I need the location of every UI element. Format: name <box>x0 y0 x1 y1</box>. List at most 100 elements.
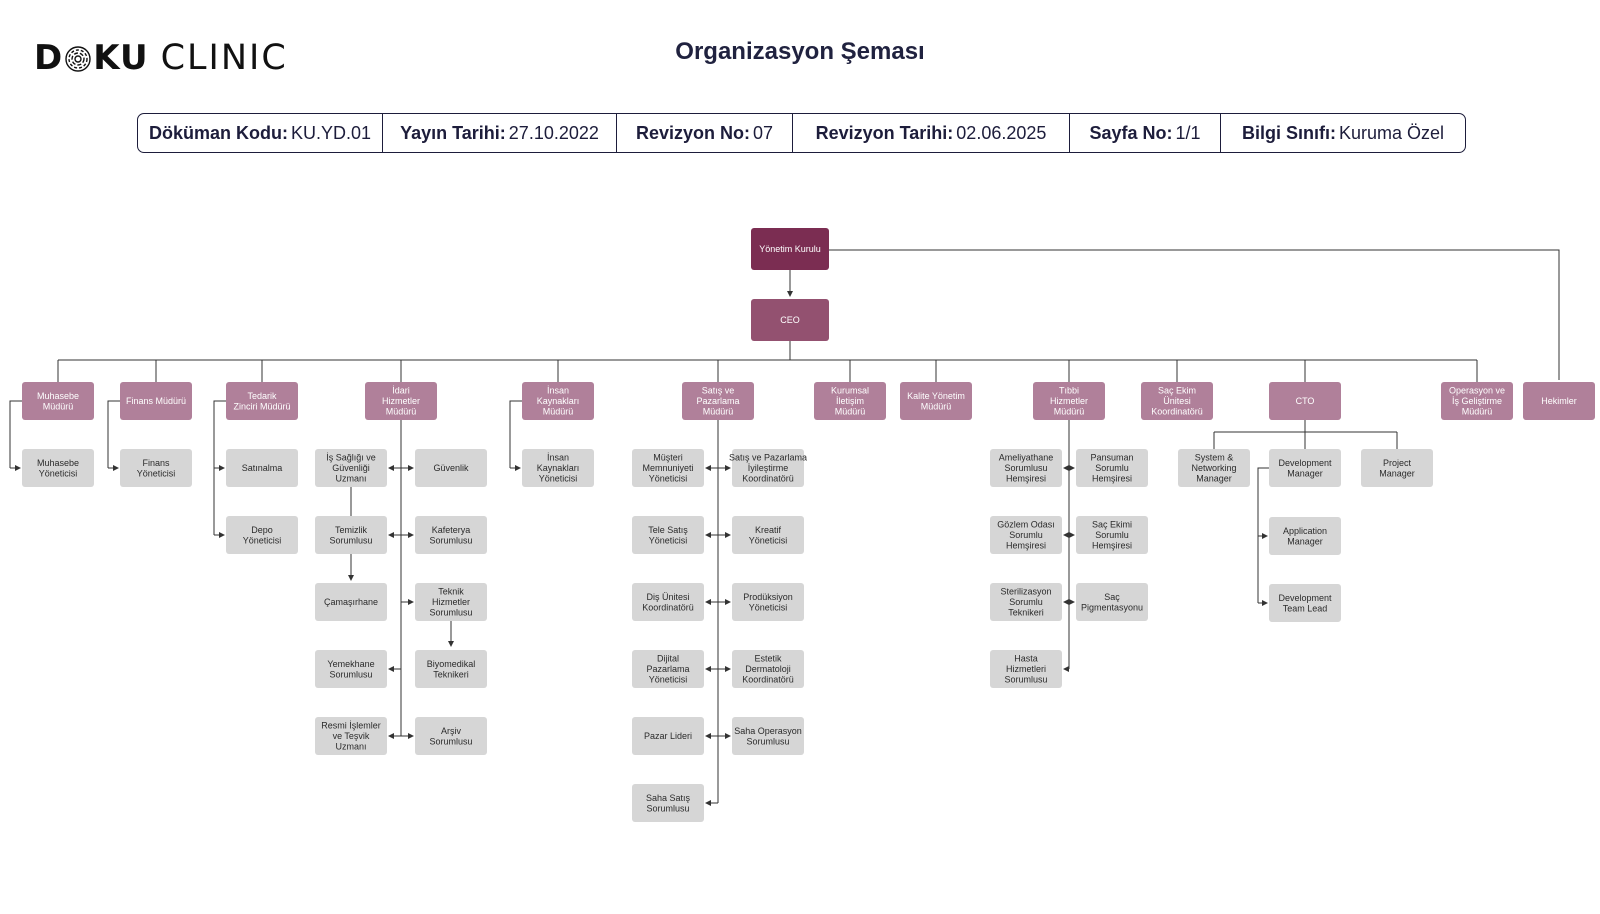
org-node-box <box>1076 583 1148 621</box>
logo-fingerprint-icon <box>65 46 91 72</box>
org-node-box <box>226 449 298 487</box>
org-node-box <box>1441 382 1513 420</box>
org-node-label: Finans Müdürü <box>126 396 186 406</box>
revision-no-value: 07 <box>752 122 774 143</box>
org-node-label: CTO <box>1296 396 1315 406</box>
info-class-cell: Bilgi Sınıfı: Kuruma Özel <box>1221 114 1465 152</box>
org-node-box <box>632 784 704 822</box>
org-node-box <box>732 650 804 688</box>
org-node-box <box>732 583 804 621</box>
connector <box>1257 467 1269 603</box>
org-node-box <box>990 449 1062 487</box>
connector <box>509 400 522 468</box>
connector <box>829 249 1560 380</box>
org-node-box <box>415 717 487 755</box>
org-node-box <box>632 583 704 621</box>
org-node-label: Güvenlik <box>433 463 469 473</box>
org-node-box <box>22 449 94 487</box>
info-class-label: Bilgi Sınıfı: <box>1241 122 1336 143</box>
org-node-box <box>900 382 972 420</box>
publish-date-cell: Yayın Tarihi: 27.10.2022 <box>383 114 617 152</box>
info-class-value: Kuruma Özel <box>1338 122 1445 143</box>
org-node-camasirhane: Çamaşırhane <box>315 583 387 621</box>
org-node-box <box>814 382 886 420</box>
org-node-box <box>990 583 1062 621</box>
org-node-box <box>1269 517 1341 555</box>
org-node-satinalma: Satınalma <box>226 449 298 487</box>
org-node-box <box>226 516 298 554</box>
page-no-value: 1/1 <box>1175 122 1201 143</box>
org-node-box <box>415 516 487 554</box>
org-node-box <box>22 382 94 420</box>
connector-lines <box>9 249 1560 806</box>
revision-date-value: 02.06.2025 <box>956 122 1047 143</box>
org-node-yonetim-kurulu: Yönetim Kurulu <box>751 228 829 270</box>
org-node-box <box>682 382 754 420</box>
org-node-box <box>751 299 829 341</box>
org-node-box <box>732 516 804 554</box>
org-node-box <box>990 516 1062 554</box>
org-node-box <box>1269 449 1341 487</box>
org-node-box <box>415 449 487 487</box>
page-no-label: Sayfa No: <box>1089 122 1173 143</box>
org-node-box <box>226 382 298 420</box>
doc-code-cell: Döküman Kodu: KU.YD.01 <box>138 114 383 152</box>
org-node-box <box>1523 382 1595 420</box>
connector <box>107 400 120 468</box>
org-node-box <box>522 382 594 420</box>
connector <box>9 400 22 468</box>
org-node-box <box>120 382 192 420</box>
org-node-label: CEO <box>780 315 800 325</box>
publish-date-label: Yayın Tarihi: <box>400 122 506 143</box>
revision-no-label: Revizyon No: <box>635 122 750 143</box>
org-node-box <box>315 650 387 688</box>
